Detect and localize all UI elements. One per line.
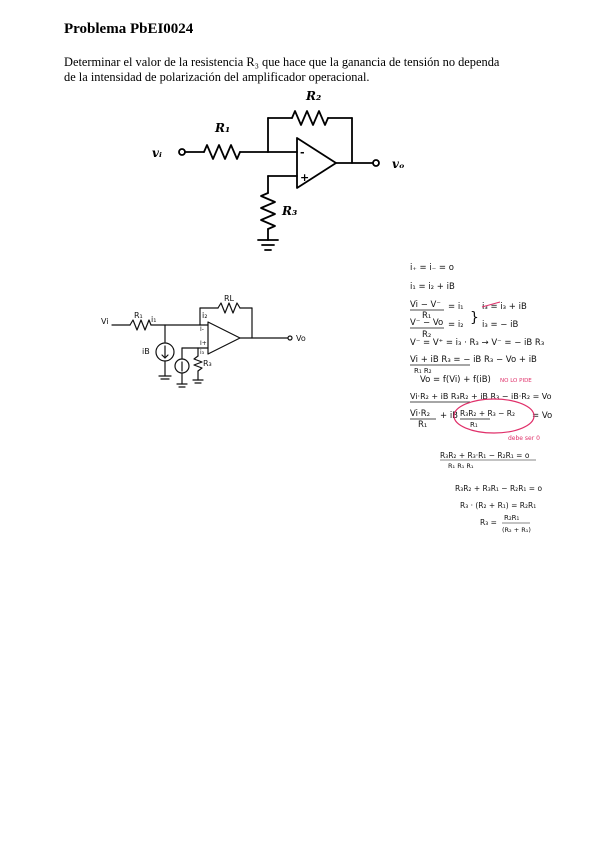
note-eq9-tag: debe ser 0 bbox=[508, 435, 540, 442]
sketch-i1: i₁ bbox=[151, 315, 156, 324]
vi-label: vᵢ bbox=[152, 146, 162, 160]
note-eq4-right: = i₂ bbox=[448, 320, 464, 330]
statement-line-1: Determinar el valor de la resistencia R₃… bbox=[64, 55, 500, 69]
note-eq3-den: R₁ bbox=[422, 311, 431, 321]
note-eq10: R₃R₂ + R₃·R₁ − R₂R₁ = o bbox=[440, 451, 530, 460]
sketch-ib: iB bbox=[142, 347, 150, 356]
note-eq7: Vo = f(Vi) + f(iB) bbox=[420, 375, 491, 385]
note-side2: i₃ = − iB bbox=[482, 320, 518, 330]
note-eq2: i₁ = i₂ + iB bbox=[410, 282, 455, 292]
r1-label: R₁ bbox=[214, 121, 230, 135]
note-side1: i₃ = i₃ + iB bbox=[482, 302, 527, 312]
note-eq1: i₊ = i₋ = o bbox=[410, 263, 454, 273]
sketch-iplus: I+ bbox=[200, 340, 207, 347]
r3-resistor bbox=[260, 192, 276, 230]
note-eq5: V⁻ = V⁺ = i₃ · R₃ → V⁻ = − iB R₃ bbox=[410, 338, 544, 348]
note-eq13-den: (R₂ + R₁) bbox=[502, 526, 531, 534]
sketch-vo: Vo bbox=[296, 334, 306, 343]
opamp-triangle bbox=[296, 137, 337, 189]
note-eq8: Vi·R₂ + iB R₃R₂ + iB R₃ − iB·R₂ = Vo bbox=[410, 392, 552, 401]
statement-line-2: de la intensidad de polarización del amp… bbox=[64, 70, 370, 84]
minus-label: - bbox=[300, 146, 305, 159]
note-eq3-left: Vi − V⁻ bbox=[410, 300, 441, 310]
note-eq13-lhs: R₃ = bbox=[480, 518, 497, 527]
sketch-i2: i₂ bbox=[202, 311, 207, 320]
r3-label: R₃ bbox=[281, 204, 297, 218]
note-eq9-left: Vi·R₂ bbox=[410, 409, 430, 419]
vo-terminal bbox=[372, 159, 380, 167]
r1-resistor bbox=[203, 144, 241, 160]
note-eq12: R₃ · (R₂ + R₁) = R₂R₁ bbox=[460, 501, 536, 510]
note-eq6: Vi + iB R₃ = − iB R₃ − Vo + iB bbox=[410, 355, 537, 365]
note-eq9-mid: + iB bbox=[440, 411, 458, 421]
brace-symbol: } bbox=[470, 310, 479, 326]
sketch-iminus: I- bbox=[200, 326, 204, 333]
sketch-r3: R₃ bbox=[203, 359, 212, 368]
sketch-r1: R₁ bbox=[134, 311, 143, 320]
vo-label: vₒ bbox=[392, 157, 405, 171]
problem-title: Problema PbEI0024 bbox=[64, 21, 194, 37]
r2-resistor bbox=[291, 110, 329, 126]
note-eq3-right: = i₁ bbox=[448, 302, 464, 312]
note-eq10-den: R₁ R₁ R₁ bbox=[448, 462, 474, 470]
r2-label: R₂ bbox=[305, 89, 321, 103]
sketch-vi: Vi bbox=[101, 317, 109, 326]
problem-statement: Determinar el valor de la resistencia R₃… bbox=[64, 55, 534, 85]
plus-label: + bbox=[300, 171, 309, 184]
sketch-i3: i₃ bbox=[200, 349, 205, 356]
sketch-rl: RL bbox=[224, 294, 235, 303]
note-eq11: R₃R₂ + R₃R₁ − R₂R₁ = o bbox=[455, 484, 542, 493]
note-eq9-box-den: R₁ bbox=[470, 421, 478, 429]
note-eq6-den: R₁ R₂ bbox=[414, 367, 432, 375]
note-eq4-den: R₂ bbox=[422, 330, 431, 340]
note-eq4-left: V⁻ − Vo bbox=[410, 318, 443, 328]
note-eq9-den: R₁ bbox=[418, 420, 427, 430]
note-eq13-num: R₂R₁ bbox=[504, 514, 520, 522]
note-eq9-right: = Vo bbox=[532, 411, 552, 421]
note-eq9-box: R₃R₂ + R₃ − R₂ bbox=[460, 409, 515, 418]
note-eq7-tag: NO LO PIDE bbox=[500, 378, 532, 384]
